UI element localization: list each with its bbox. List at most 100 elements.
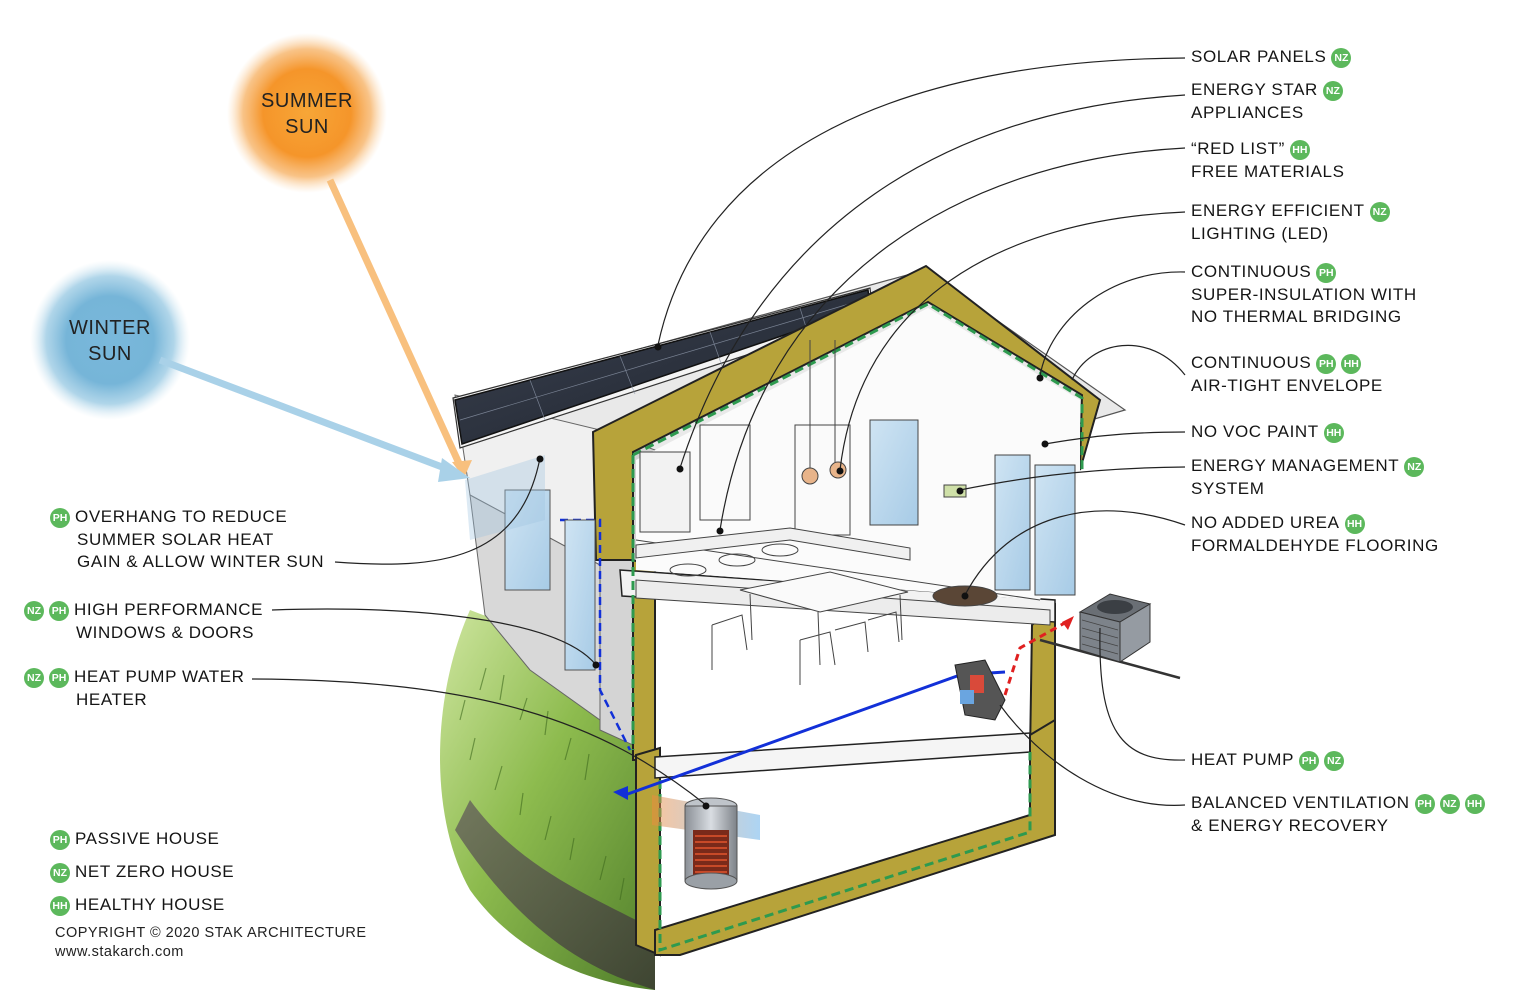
legend-item: NZ NET ZERO HOUSE <box>50 861 234 884</box>
badge-nz-icon: NZ <box>1322 81 1343 101</box>
callout-text: GAIN & ALLOW WINTER SUN <box>77 552 325 571</box>
callout-row: SUPER-INSULATION WITH <box>1191 284 1417 307</box>
badge-ph-icon: PH <box>1299 751 1320 771</box>
callout-text: FORMALDEHYDE FLOORING <box>1191 535 1439 555</box>
badge-nz-icon: NZ <box>1439 794 1460 814</box>
winter-ray-arrow-icon <box>438 458 470 482</box>
summer-sun-label-line: SUN <box>285 116 329 138</box>
copyright-text: COPYRIGHT © 2020 STAK ARCHITECTURE <box>55 925 367 941</box>
badge-hh-icon: HH <box>1289 140 1310 160</box>
badge-nz-icon: NZ <box>50 863 70 883</box>
badge-ph-icon: PH <box>1316 263 1337 283</box>
badge-nz-icon: NZ <box>24 668 44 688</box>
callout-text: FREE MATERIALS <box>1191 161 1345 181</box>
erv-unit-icon <box>954 659 1006 721</box>
callout-text: PASSIVE HOUSE <box>75 829 220 848</box>
outdoor-heat-pump-icon <box>1078 593 1152 663</box>
callout-text: LIGHTING (LED) <box>1191 223 1329 243</box>
callout-label: PH OVERHANG TO REDUCE SUMMER SOLAR HEAT GAI… <box>50 506 324 574</box>
callout-leader-lines <box>251 57 1186 806</box>
callout-text: NET ZERO HOUSE <box>75 862 235 881</box>
callout-text: HEALTHY HOUSE <box>75 895 225 914</box>
badge-ph-icon: PH <box>49 601 69 621</box>
callout-text: APPLIANCES <box>1191 102 1304 122</box>
callout-text: HIGH PERFORMANCE <box>74 600 264 619</box>
callout-text: OVERHANG TO REDUCE <box>75 507 288 526</box>
badge-hh-icon: HH <box>50 896 70 916</box>
water-heater-icon <box>652 795 760 890</box>
callout-text: ENERGY MANAGEMENT <box>1191 456 1400 475</box>
callout-text: NO THERMAL BRIDGING <box>1191 307 1402 326</box>
callout-text: NO VOC PAINT <box>1191 422 1319 441</box>
callout-text: & ENERGY RECOVERY <box>1191 815 1389 835</box>
callout-row: HEATER <box>24 689 245 712</box>
interior-upper-floor <box>635 308 1080 685</box>
callout-row: FREE MATERIALS <box>1191 161 1345 184</box>
summer-sun-icon <box>227 33 387 193</box>
callout-text: ENERGY EFFICIENT <box>1191 201 1365 220</box>
callout-text: HEAT PUMP WATER <box>74 667 245 686</box>
callout-row: WINDOWS & DOORS <box>24 622 263 645</box>
callout-row: & ENERGY RECOVERY <box>1191 815 1485 838</box>
website-text: www.stakarch.com <box>55 944 184 960</box>
badge-ph-icon: PH <box>50 830 70 850</box>
winter-sun-label: WINTER SUN <box>40 315 180 367</box>
badge-nz-icon: NZ <box>1369 202 1390 222</box>
badge-hh-icon: HH <box>1323 423 1344 443</box>
summer-sun-label: SUMMER SUN <box>237 88 377 140</box>
callout-row: SYSTEM <box>1191 478 1424 501</box>
callout-row: FORMALDEHYDE FLOORING <box>1191 535 1439 558</box>
summer-sun-label-line: SUMMER <box>261 90 353 112</box>
winter-sun-icon <box>30 260 190 420</box>
legend-item: PH PASSIVE HOUSE <box>50 828 219 851</box>
callout-row: GAIN & ALLOW WINTER SUN <box>50 551 324 574</box>
callout-text: BALANCED VENTILATION <box>1191 793 1410 812</box>
callout-text: SUPER-INSULATION WITH <box>1191 284 1417 304</box>
badge-ph-icon: PH <box>50 508 70 528</box>
badge-nz-icon: NZ <box>1324 751 1345 771</box>
callout-text: HEATER <box>76 689 148 709</box>
callout-text: SUMMER SOLAR HEAT <box>77 529 274 549</box>
callout-text: WINDOWS & DOORS <box>76 622 255 642</box>
badge-hh-icon: HH <box>1341 354 1362 374</box>
callout-dots <box>536 343 1049 810</box>
winter-sun-label-line: SUN <box>88 343 132 365</box>
badge-nz-icon: NZ <box>24 601 44 621</box>
callout-text: AIR-TIGHT ENVELOPE <box>1191 375 1383 395</box>
badge-hh-icon: HH <box>1464 794 1485 814</box>
roof-overhang <box>465 455 545 540</box>
callout-row: LIGHTING (LED) <box>1191 223 1390 246</box>
badge-ph-icon: PH <box>1414 794 1435 814</box>
callout-text: HEAT PUMP <box>1191 750 1295 769</box>
badge-ph-icon: PH <box>1316 354 1337 374</box>
window-glass <box>504 489 551 591</box>
badge-ph-icon: PH <box>49 668 69 688</box>
callout-text: SOLAR PANELS <box>1191 47 1327 66</box>
summer-ray-arrow-icon <box>452 460 472 478</box>
badge-nz-icon: NZ <box>1331 48 1352 68</box>
window-glass <box>564 519 596 671</box>
legend-item: HH HEALTHY HOUSE <box>50 894 225 917</box>
callout-row: SUMMER SOLAR HEAT <box>50 529 324 552</box>
callout-text: CONTINUOUS <box>1191 262 1312 281</box>
